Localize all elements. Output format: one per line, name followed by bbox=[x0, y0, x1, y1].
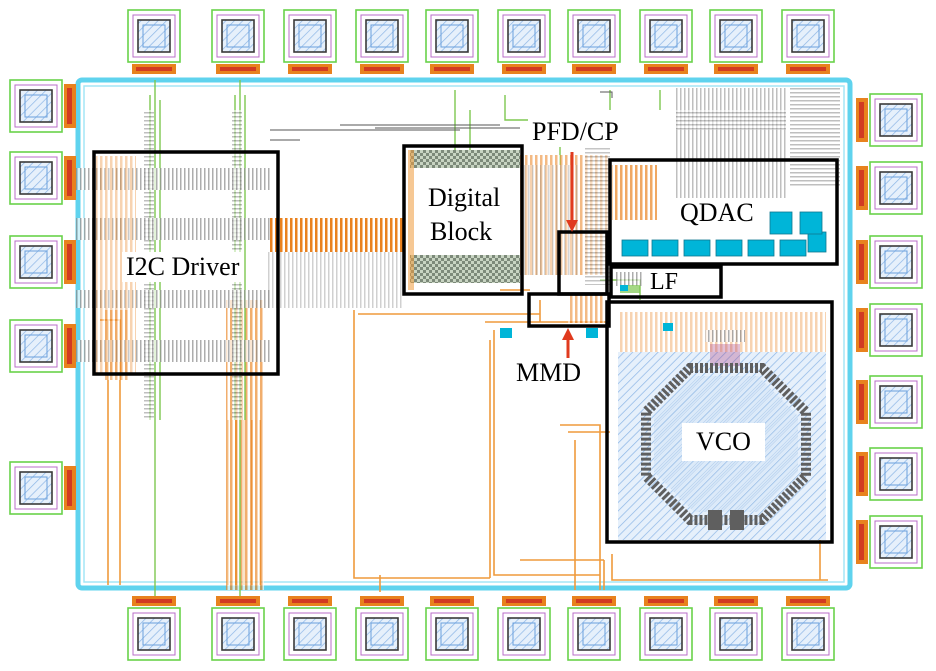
bond-pad bbox=[856, 515, 923, 569]
bond-pad bbox=[9, 461, 76, 515]
label-vco: VCO bbox=[682, 423, 765, 461]
mmd-arrow bbox=[562, 328, 574, 358]
pfd-routing bbox=[520, 140, 610, 285]
label-block: Block bbox=[428, 217, 495, 246]
qdac-outline bbox=[608, 158, 839, 266]
bond-pad bbox=[567, 596, 621, 661]
bond-pad bbox=[567, 9, 621, 74]
bond-pad bbox=[497, 596, 551, 661]
die-seal-ring bbox=[75, 77, 853, 591]
bond-pad bbox=[127, 9, 181, 74]
bond-pad bbox=[9, 319, 76, 373]
label-mmd: MMD bbox=[516, 358, 582, 387]
bond-pad bbox=[781, 9, 835, 74]
vco-inductor bbox=[641, 363, 811, 525]
gray-routing bbox=[270, 91, 613, 141]
bond-pad bbox=[283, 9, 337, 74]
lf-internals bbox=[616, 272, 644, 293]
bond-pad bbox=[856, 93, 923, 147]
digital-block-outline bbox=[402, 144, 524, 296]
bond-pad bbox=[709, 596, 763, 661]
label-pfd-cp: PFD/CP bbox=[528, 117, 623, 147]
label-i2c-driver: I2C Driver bbox=[122, 252, 244, 282]
bond-pad bbox=[211, 596, 265, 661]
bond-pad bbox=[211, 9, 265, 74]
bond-pad bbox=[639, 9, 693, 74]
vco-inductor-lead-right bbox=[730, 510, 744, 530]
label-qdac: QDAC bbox=[672, 198, 762, 228]
misc-cells bbox=[620, 285, 673, 331]
mmd-internals bbox=[500, 295, 604, 338]
bond-pad bbox=[425, 596, 479, 661]
bond-pad bbox=[709, 9, 763, 74]
bond-pad bbox=[283, 596, 337, 661]
label-lf: LF bbox=[644, 270, 685, 294]
bond-pad bbox=[9, 79, 76, 133]
block-outlines bbox=[92, 144, 839, 544]
bond-pad bbox=[639, 596, 693, 661]
mmd-outline bbox=[527, 292, 611, 328]
i2c-driver-outline bbox=[92, 150, 280, 376]
qdac-grid bbox=[612, 88, 840, 220]
bond-pad bbox=[9, 151, 76, 205]
bond-pad bbox=[425, 9, 479, 74]
i2c-bus-metal bbox=[268, 252, 404, 308]
bond-pad bbox=[355, 596, 409, 661]
bond-pad bbox=[856, 447, 923, 501]
bond-pad bbox=[781, 596, 835, 661]
io-pads bbox=[9, 9, 923, 661]
bond-pad bbox=[355, 9, 409, 74]
bond-pad bbox=[127, 596, 181, 661]
i2c-bus bbox=[268, 218, 404, 252]
lf-outline bbox=[609, 265, 723, 299]
bond-pad bbox=[856, 161, 923, 215]
bond-pad bbox=[856, 235, 923, 289]
vco-inductor-lead-left bbox=[708, 510, 722, 530]
i2c-internals bbox=[76, 156, 270, 374]
bond-pad bbox=[856, 303, 923, 357]
bond-pad bbox=[856, 375, 923, 429]
pfd-arrow bbox=[566, 152, 578, 232]
bond-pad bbox=[9, 235, 76, 289]
qdac-cells bbox=[621, 211, 827, 257]
vco-outline bbox=[605, 300, 834, 544]
bond-pad bbox=[497, 9, 551, 74]
label-digital: Digital bbox=[426, 183, 503, 212]
digital-internals bbox=[408, 150, 520, 290]
